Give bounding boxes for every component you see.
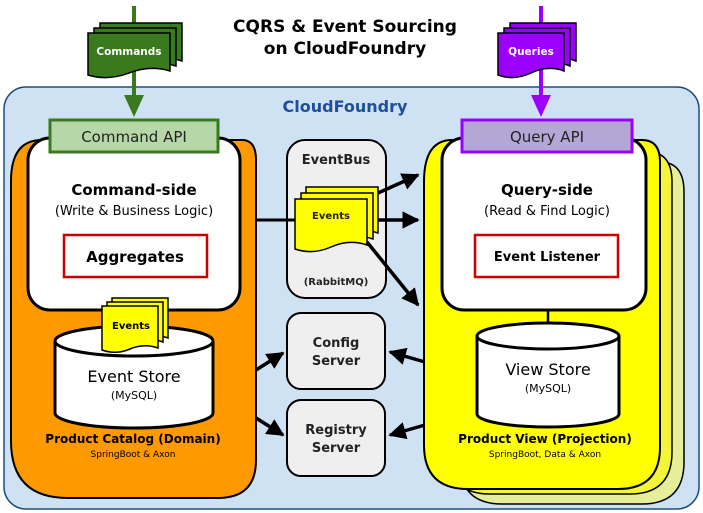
query-to-registry-arrow [388,422,426,440]
eventbus-to-query-arrow-1 [377,173,420,195]
eventbus-title: EventBus [302,153,371,168]
config-server-box [286,312,386,390]
view-store-db: (MySQL) [525,382,571,395]
config-server-line1: Config [313,336,360,351]
command-to-registry-arrow [255,416,285,437]
stored-events-label: Events [112,321,150,332]
commands-arrowhead [124,95,144,117]
command-service-name: Product Catalog (Domain) [45,432,220,446]
view-store-name: View Store [505,360,590,379]
query-side-box [440,136,648,312]
event-store-db: (MySQL) [111,389,157,402]
registry-server-line2: Server [312,441,361,456]
eventbus-to-query-arrow-3 [365,240,420,307]
query-side-title: Query-side [501,181,593,199]
config-server-line2: Server [312,354,361,369]
command-service-tech: SpringBoot & Axon [91,450,176,460]
query-to-config-arrow [388,347,426,365]
query-api-label: Query API [510,128,584,146]
diagram-title-line1: CQRS & Event Sourcing [233,17,457,37]
command-to-config-arrow [255,351,285,372]
event-store-database-icon [53,324,215,430]
eventbus-events-label: Events [312,211,350,222]
cloudfoundry-label: CloudFoundry [283,97,408,116]
aggregates-label: Aggregates [86,248,184,266]
query-service-name: Product View (Projection) [458,432,632,446]
event-listener-label: Event Listener [494,250,601,265]
command-api-button[interactable] [48,118,220,154]
diagram-title-line2: on CloudFoundry [264,39,426,59]
command-side-subtitle: (Write & Business Logic) [55,204,213,219]
query-service-tech: SpringBoot, Data & Axon [489,450,601,460]
aggregates-box [62,233,209,279]
command-side-title: Command-side [71,181,196,199]
eventbus-tech: (RabbitMQ) [304,277,369,288]
view-store-database-icon [475,321,621,429]
queries-label: Queries [508,46,554,58]
event-store-name: Event Store [87,367,180,386]
commands-document-stack-icon [87,22,183,79]
event-listener-box [473,233,620,279]
queries-document-stack-icon [497,22,577,79]
eventbus-events-document-stack-icon [294,186,379,253]
queries-arrowhead [531,95,551,117]
stored-events-document-stack-icon [101,297,169,353]
query-api-button[interactable] [460,118,634,154]
command-api-label: Command API [81,128,187,146]
command-side-box [26,136,242,312]
registry-server-box [286,399,386,477]
registry-server-line1: Registry [305,423,367,438]
query-side-subtitle: (Read & Find Logic) [484,204,610,219]
commands-label: Commands [96,46,161,58]
